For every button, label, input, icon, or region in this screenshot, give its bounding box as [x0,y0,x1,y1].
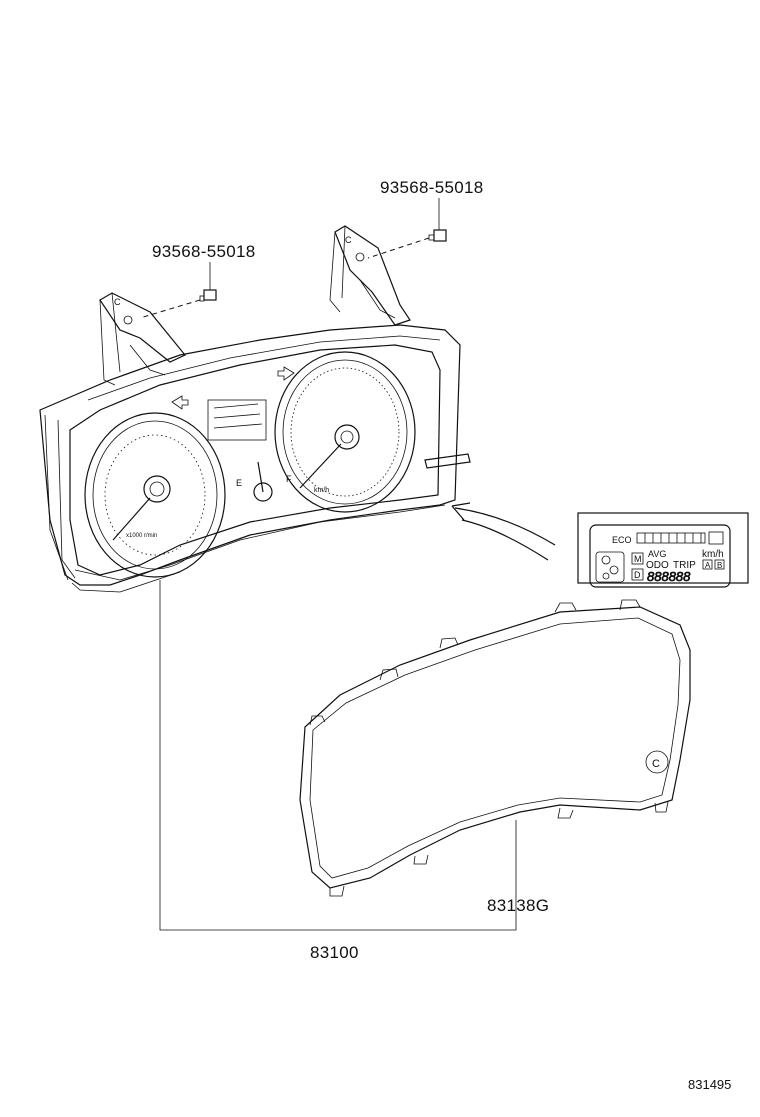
trip-label: TRIP [673,560,696,571]
trip-reset-knob [424,453,471,469]
mode-d-label: D [634,570,641,580]
part-label-bolt-right: 93568-55018 [380,178,484,197]
part-label-bolt-left: 93568-55018 [152,242,256,261]
lens-marker: C [652,758,660,770]
combination-meter-housing: C C x1000 r/min km/h [39,225,471,593]
odometer-digits: 888888 [647,569,691,584]
tachometer-unit: x1000 r/min [126,533,157,539]
trip-b-label: B [717,561,722,570]
fuel-empty-label: E [236,478,242,488]
unit-label: km/h [702,549,724,560]
eco-label: ECO [612,535,632,545]
fuel-gauge-hub [253,482,273,502]
detail-arrow [454,507,556,546]
display-inset: ECO M AVG ODO TRIP km/h A B D 888888 [577,512,749,588]
right-bracket-marker: C [345,235,352,245]
leader-assembly [159,580,517,931]
tachometer-needle [112,497,151,541]
fuel-full-label: F [286,474,292,484]
trip-a-label: A [705,561,711,570]
speedometer-unit: km/h [314,487,329,494]
speedometer-dial [274,351,416,513]
part-label-lens: 83138G [487,896,550,915]
right-turn-arrow-icon [277,366,295,381]
mode-m-label: M [634,554,642,564]
eco-bar [636,532,706,544]
left-turn-arrow-icon [171,395,189,410]
speedometer-needle [299,443,342,489]
left-bracket-marker: C [114,297,121,307]
meter-lens: C [299,599,691,897]
odo-label: ODO [646,560,669,571]
avg-label: AVG [648,549,666,559]
part-label-meter-assy: 83100 [310,943,359,962]
seatbelt-warning-icon [595,551,625,583]
bolt-right [367,229,447,259]
fuel-gauge-needle [257,461,264,493]
center-lcd [207,399,267,441]
tachometer-dial [84,412,226,578]
diagram-reference-number: 831495 [688,1077,732,1092]
